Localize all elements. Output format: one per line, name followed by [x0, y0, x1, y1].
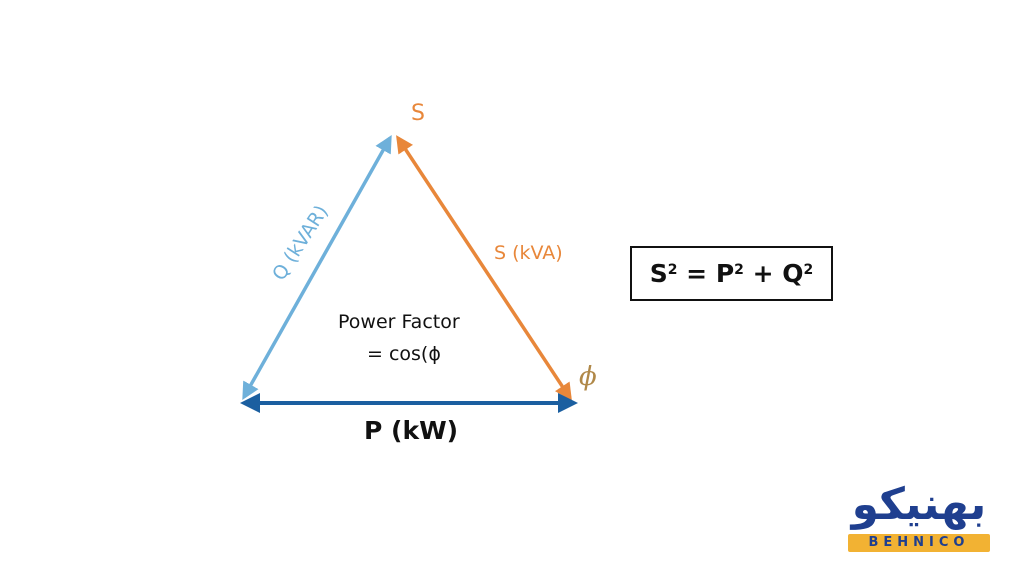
equation-s-exponent: 2 — [667, 261, 678, 278]
equation-p: P — [715, 259, 735, 288]
equation-equals: = — [677, 259, 716, 288]
equation-p-exponent: 2 — [734, 261, 744, 278]
logo-band-text: BEHNICO — [848, 534, 990, 552]
apparent-power-arrow — [396, 135, 572, 401]
reactive-power-arrow — [242, 134, 392, 401]
phase-angle-label: ϕ — [579, 362, 597, 392]
behnico-logo: بهنیکو BEHNICO — [846, 476, 992, 556]
logo-wordmark: بهنیکو — [851, 479, 987, 530]
apparent-power-vertex-label: S — [411, 101, 425, 126]
equation-q: Q — [782, 259, 804, 288]
power-factor-formula: = cos(ϕ — [367, 343, 441, 365]
real-power-label: P (kW) — [364, 416, 459, 445]
equation-plus: + — [743, 259, 783, 288]
equation-s: S — [649, 259, 668, 288]
power-factor-title: Power Factor — [338, 311, 460, 333]
equation-q-exponent: 2 — [803, 261, 814, 278]
apparent-power-label: S (kVA) — [494, 242, 563, 264]
